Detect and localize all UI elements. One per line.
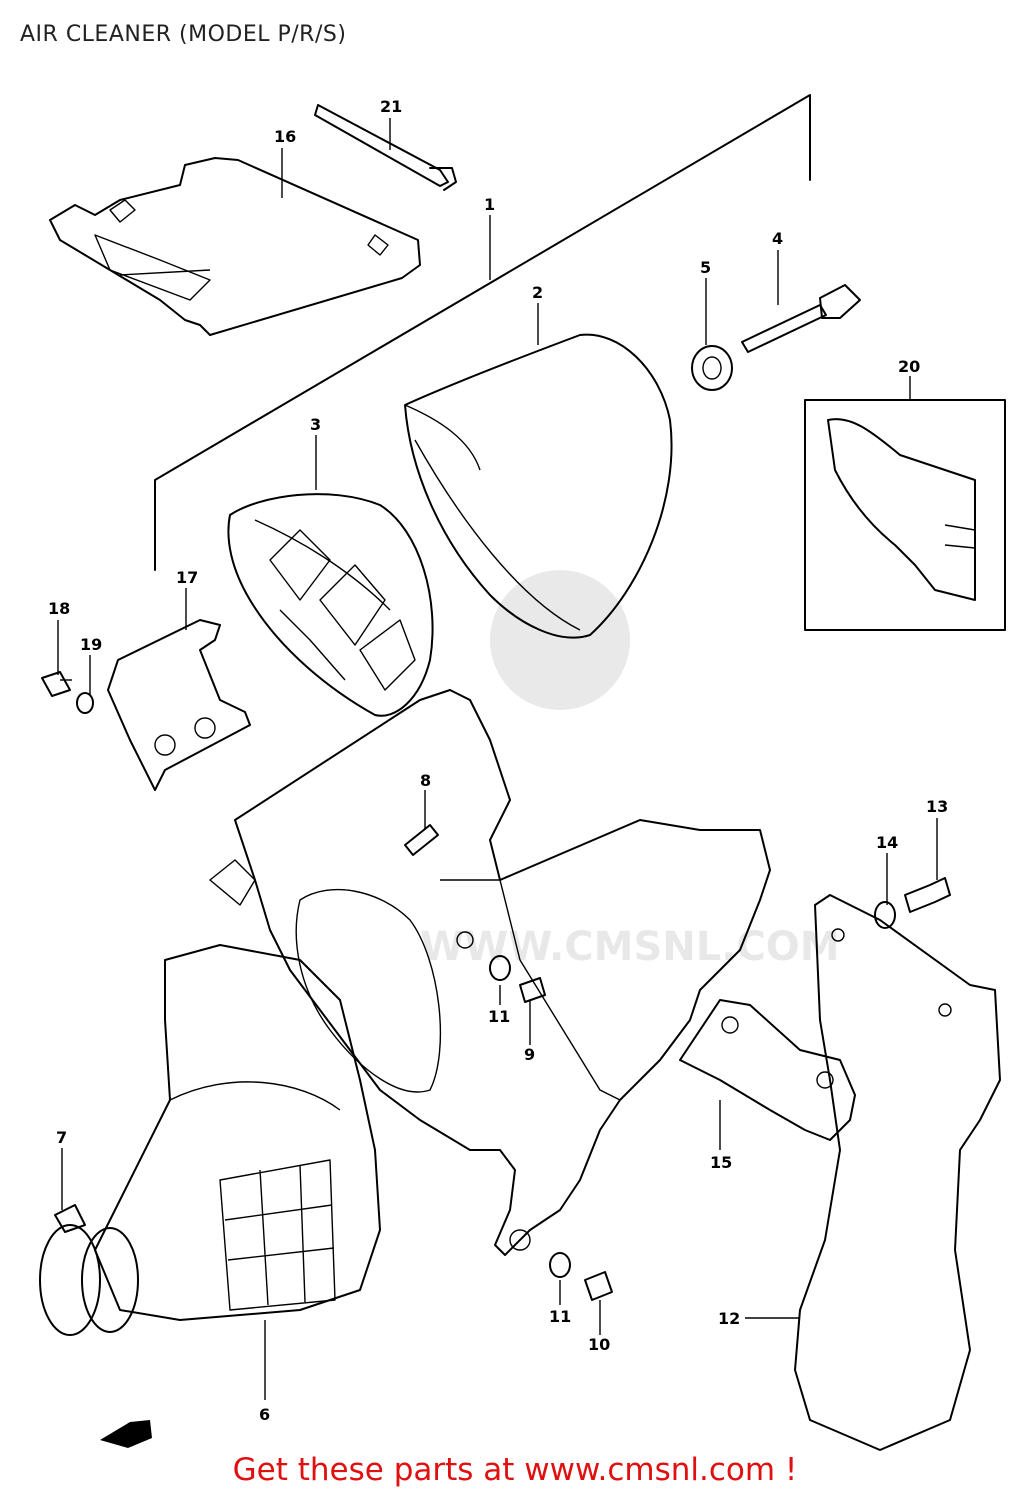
part-7-clamp — [39, 1204, 139, 1336]
callout-13: 13 — [926, 797, 948, 816]
callout-5: 5 — [700, 258, 711, 277]
part-8-screw — [404, 824, 439, 856]
part-9-screw — [519, 977, 546, 1003]
part-1-case — [209, 689, 771, 1256]
part-17-bracket — [107, 619, 251, 791]
callout-19: 19 — [80, 635, 102, 654]
part-20-decal — [804, 399, 1006, 631]
part-4-bolt — [741, 284, 861, 353]
part-21-strap — [314, 104, 457, 191]
callout-11-upper: 11 — [488, 1007, 510, 1026]
callout-17: 17 — [176, 568, 198, 587]
callout-11-lower: 11 — [549, 1307, 571, 1326]
callout-18: 18 — [48, 599, 70, 618]
callout-14: 14 — [876, 833, 898, 852]
page-title: AIR CLEANER (MODEL P/R/S) — [20, 22, 347, 47]
callout-15: 15 — [710, 1153, 732, 1172]
part-13-bolt — [904, 877, 951, 913]
callout-1: 1 — [484, 195, 495, 214]
callout-9: 9 — [524, 1045, 535, 1064]
part-15-stay — [679, 999, 856, 1141]
part-14-washer — [874, 901, 896, 929]
callout-6: 6 — [259, 1405, 270, 1424]
assembly-bracket-1 — [154, 94, 811, 571]
leader-lines — [57, 118, 938, 1400]
watermark: WWW.CMSNL.COM — [420, 570, 840, 970]
part-16-cover — [49, 157, 421, 336]
part-12-side-cover — [794, 894, 1001, 1451]
part-11-collar-upper — [489, 955, 511, 981]
front-arrow-icon — [100, 1420, 152, 1448]
part-5-grommet — [691, 345, 733, 391]
callout-labels: 21 16 1 2 4 5 20 3 17 18 19 8 13 14 11 9… — [48, 97, 948, 1424]
callout-16: 16 — [274, 127, 296, 146]
part-10-screw — [584, 1271, 613, 1301]
part-11-collar-lower — [549, 1252, 571, 1278]
part-6-inlet-duct — [94, 944, 381, 1321]
part-2-filter-element — [404, 333, 673, 639]
callout-4: 4 — [772, 229, 783, 248]
callout-3: 3 — [310, 415, 321, 434]
part-19-washer — [76, 692, 94, 714]
callout-12: 12 — [718, 1309, 740, 1328]
callout-2: 2 — [532, 283, 543, 302]
part-18-bolt — [41, 671, 72, 697]
callout-20: 20 — [898, 357, 920, 376]
watermark-text: WWW.CMSNL.COM — [420, 924, 840, 970]
callout-10: 10 — [588, 1335, 610, 1354]
callout-21: 21 — [380, 97, 402, 116]
callout-8: 8 — [420, 771, 431, 790]
callout-7: 7 — [56, 1128, 67, 1147]
footer-promo-text[interactable]: Get these parts at www.cmsnl.com ! — [232, 1452, 798, 1488]
part-3-filter-cage — [227, 493, 434, 717]
